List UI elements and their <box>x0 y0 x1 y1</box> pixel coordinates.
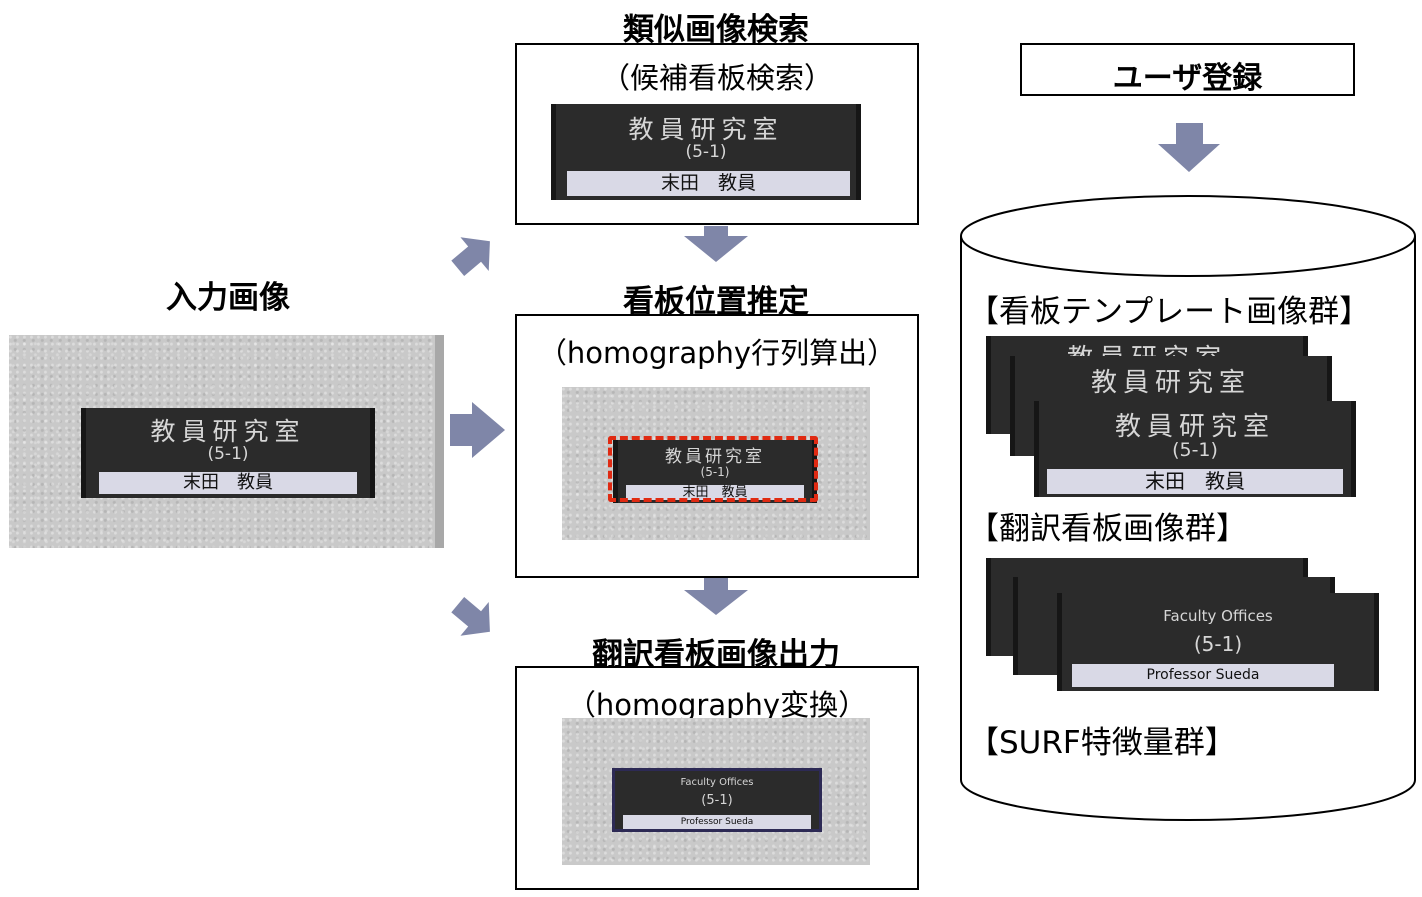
detected-region-highlight <box>608 436 818 502</box>
user-registration-box: ユーザ登録 <box>1020 43 1355 96</box>
sign-name-strip: Professor Sueda <box>623 815 811 829</box>
sign-room: (5-1) <box>700 465 730 479</box>
sign-room: (5-1) <box>701 793 733 808</box>
step1-heading: 類似画像検索 <box>623 12 809 48</box>
sign-title: 教員研究室 <box>1114 412 1275 442</box>
arrow-down-icon <box>684 226 748 262</box>
step3-sub: （homography変換） <box>566 688 868 722</box>
sign-room: (5-1) <box>1193 632 1243 656</box>
sign-title: Faculty Offices <box>1163 607 1273 625</box>
step1-sub: （候補看板検索） <box>600 61 833 95</box>
sign-title: 教員研究室 <box>1090 368 1251 398</box>
candidate-sign: 教員研究室 (5-1) 末田 教員 <box>551 104 861 200</box>
sign-name-strip: Professor Sueda <box>1072 664 1334 687</box>
surf-features-label: 【SURF特徴量群】 <box>968 725 1236 761</box>
template-sign: 教員研究室 (5-1) 末田 教員 <box>1034 401 1356 497</box>
sign-room: (5-1) <box>207 444 249 464</box>
translated-template-sign: Faculty Offices (5-1) Professor Sueda <box>1057 593 1379 691</box>
translated-sign: Faculty Offices (5-1) Professor Sueda <box>612 768 822 832</box>
sign-name-strip: 末田 教員 <box>626 485 804 500</box>
arrow-right-icon <box>450 402 505 458</box>
step3-box: （homography変換） Faculty Offices (5-1) Pro… <box>515 666 919 890</box>
sign-name-strip: 末田 教員 <box>1047 469 1343 494</box>
translated-images-label: 【翻訳看板画像群】 <box>968 511 1247 547</box>
arrow-down-icon <box>684 578 748 615</box>
step2-box: （homography行列算出） 教員研究室 (5-1) 末田 教員 <box>515 314 919 578</box>
sign-name-strip: 末田 教員 <box>99 472 357 494</box>
sign-plate: 教員研究室 (5-1) 末田 教員 <box>613 440 817 503</box>
sign-plate: 教員研究室 (5-1) 末田 教員 <box>81 408 375 498</box>
arrow-up-right-icon <box>451 237 490 276</box>
sign-name-strip: 末田 教員 <box>567 171 850 196</box>
estimation-photo: 教員研究室 (5-1) 末田 教員 <box>562 387 870 540</box>
template-images-label: 【看板テンプレート画像群】 <box>968 294 1371 330</box>
arrow-down-icon <box>1158 123 1220 172</box>
sign-title: 教員研究室 <box>628 115 784 144</box>
wall-edge <box>435 335 444 548</box>
arrow-down-right-icon <box>451 597 490 636</box>
sign-room: (5-1) <box>685 142 727 162</box>
sign-title: 教員研究室 <box>150 417 306 446</box>
sign-title: Faculty Offices <box>680 777 754 788</box>
user-registration-label: ユーザ登録 <box>1112 61 1263 96</box>
input-image-label: 入力画像 <box>166 280 290 316</box>
step1-box: （候補看板検索） 教員研究室 (5-1) 末田 教員 <box>515 43 919 225</box>
sign-room: (5-1) <box>1172 439 1218 461</box>
output-photo: Faculty Offices (5-1) Professor Sueda <box>562 718 870 865</box>
step2-sub: （homography行列算出） <box>537 336 897 370</box>
sign-title: 教員研究室 <box>665 447 765 467</box>
input-photo: 教員研究室 (5-1) 末田 教員 <box>9 335 444 548</box>
